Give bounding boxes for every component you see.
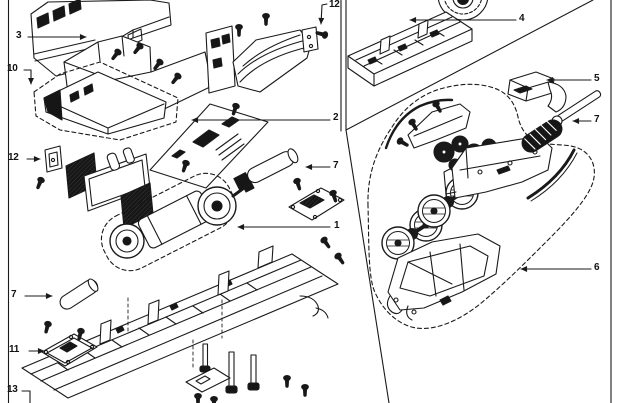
callout-label-3: 3 xyxy=(16,30,22,41)
part-long-screws xyxy=(199,343,260,394)
callout-label-12-left: 12 xyxy=(8,152,19,163)
part-body-shell xyxy=(30,0,172,77)
callout-lines xyxy=(21,3,592,403)
part-plate-12-left xyxy=(33,145,63,191)
callout-label-11: 11 xyxy=(9,344,19,355)
part-group-10-weight xyxy=(33,61,179,141)
part-coupler-plate xyxy=(185,367,231,403)
part-pcb-2 xyxy=(149,102,269,189)
callout-label-5: 5 xyxy=(594,73,600,84)
part-corrugated-cover xyxy=(232,12,312,93)
panel-borders xyxy=(7,0,612,403)
callout-label-4: 4 xyxy=(519,13,525,24)
part-pcb-11 xyxy=(41,320,98,367)
part-group-6-outline xyxy=(367,83,595,330)
part-cardan-tube-upper xyxy=(233,148,299,191)
callout-label-7-worm: 7 xyxy=(594,114,600,125)
callout-label-12-top: 12 xyxy=(329,0,340,10)
part-bogie-frame xyxy=(386,233,501,321)
callout-label-6: 6 xyxy=(594,262,600,273)
callout-label-1: 1 xyxy=(334,220,340,231)
part-weights-frame xyxy=(65,147,154,229)
part-motor-1 xyxy=(100,172,255,272)
callout-label-7-tube: 7 xyxy=(11,289,17,300)
part-worm-shaft xyxy=(521,90,602,153)
part-tube-left xyxy=(59,278,99,310)
part-gearbox-bracket xyxy=(384,98,471,150)
callout-label-13: 13 xyxy=(7,384,18,395)
callout-label-10: 10 xyxy=(7,63,18,74)
part-chassis-frame xyxy=(21,235,347,399)
part-chassis-4 xyxy=(347,11,473,87)
part-coupler-5 xyxy=(507,71,567,113)
callout-label-7-shaft: 7 xyxy=(333,160,339,171)
part-pcb-small xyxy=(288,177,345,221)
callout-label-2: 2 xyxy=(333,112,339,123)
part-plate-12-top xyxy=(301,26,329,53)
